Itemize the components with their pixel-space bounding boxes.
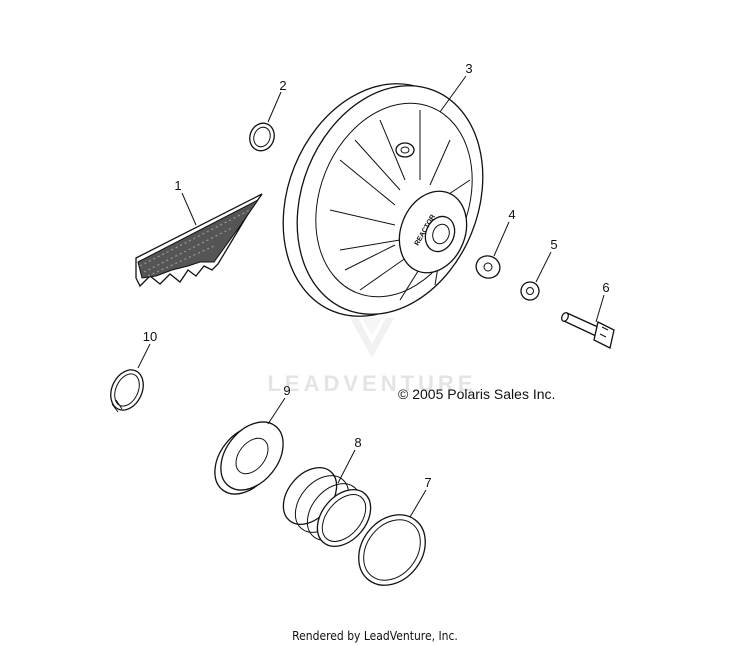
- part-2-snap-ring[interactable]: [246, 120, 278, 155]
- callout-3[interactable]: 3: [465, 61, 472, 76]
- part-4-washer[interactable]: [473, 253, 503, 282]
- callout-8[interactable]: 8: [354, 435, 361, 450]
- callout-6[interactable]: 6: [602, 280, 609, 295]
- leader-lines: [137, 75, 605, 518]
- part-7-spacer-ring[interactable]: [345, 502, 439, 599]
- callout-4[interactable]: 4: [508, 207, 515, 222]
- part-6-bolt[interactable]: [560, 312, 615, 349]
- callout-numbers: 1 2 3 4 5 6 7 8 9 10: [143, 61, 610, 490]
- part-9-spring-seat[interactable]: [202, 410, 296, 506]
- watermark-logo: [350, 318, 394, 358]
- callout-9[interactable]: 9: [283, 383, 290, 398]
- part-1-drive-belt[interactable]: [135, 193, 263, 288]
- watermark: LEADVENTURE: [267, 318, 476, 396]
- part-3-driven-clutch[interactable]: REACTOR: [250, 55, 516, 345]
- watermark-text: LEADVENTURE: [267, 371, 476, 396]
- callout-10[interactable]: 10: [143, 329, 157, 344]
- copyright-notice: © 2005 Polaris Sales Inc.: [398, 386, 555, 402]
- rendered-by-footer: Rendered by LeadVenture, Inc.: [292, 629, 458, 643]
- callout-5[interactable]: 5: [550, 237, 557, 252]
- part-5-lock-washer[interactable]: [518, 279, 541, 302]
- callout-7[interactable]: 7: [424, 475, 431, 490]
- callout-1[interactable]: 1: [174, 178, 181, 193]
- part-10-retaining-ring[interactable]: [105, 365, 150, 416]
- part-8-spring[interactable]: [273, 457, 382, 556]
- callout-2[interactable]: 2: [279, 78, 286, 93]
